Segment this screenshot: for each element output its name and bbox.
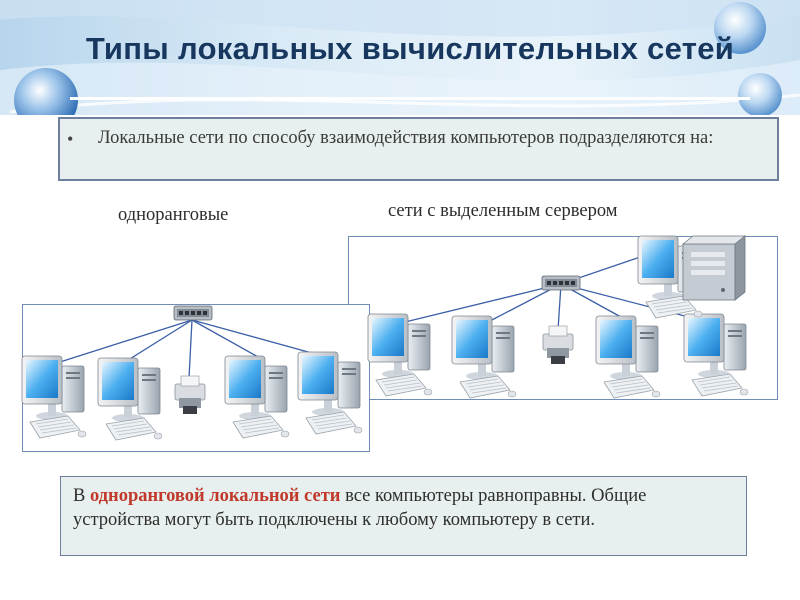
computer-icon bbox=[21, 355, 87, 439]
note-highlight: одноранговой локальной сети bbox=[89, 486, 341, 506]
slide-header: Типы локальных вычислительных сетей bbox=[0, 0, 800, 115]
bullet-text: Локальные сети по способу взаимодействия… bbox=[98, 128, 714, 148]
computer-icon bbox=[367, 313, 433, 397]
computer-icon bbox=[97, 357, 163, 441]
peer-to-peer-network bbox=[21, 305, 363, 441]
dedicated-server-label: сети с выделенным сервером bbox=[388, 201, 618, 221]
header-decoration bbox=[0, 0, 800, 115]
dedicated-server-network bbox=[367, 235, 749, 399]
computer-icon bbox=[224, 355, 290, 439]
bullet-dot-icon: • bbox=[67, 129, 74, 149]
note-prefix: В bbox=[73, 486, 90, 506]
page-title: Типы локальных вычислительных сетей bbox=[85, 31, 735, 66]
printer-icon bbox=[542, 325, 574, 365]
computer-icon bbox=[451, 315, 517, 399]
peer-to-peer-label: одноранговые bbox=[118, 205, 229, 225]
computer-icon bbox=[683, 313, 749, 397]
orb-right-small bbox=[738, 73, 782, 115]
server-icon bbox=[682, 235, 746, 301]
switch-icon bbox=[173, 305, 213, 321]
orb-left bbox=[14, 68, 78, 115]
definition-note: В одноранговой локальной сети все компью… bbox=[60, 476, 747, 556]
computer-icon bbox=[297, 351, 363, 435]
switch-icon bbox=[541, 275, 581, 291]
printer-icon bbox=[174, 375, 206, 415]
bullet-box: • Локальные сети по способу взаимодейств… bbox=[58, 117, 779, 181]
computer-icon bbox=[595, 315, 661, 399]
orb-right-top bbox=[714, 2, 766, 54]
note-suffix: все компьютеры равноправны. Общие устрой… bbox=[73, 486, 647, 530]
